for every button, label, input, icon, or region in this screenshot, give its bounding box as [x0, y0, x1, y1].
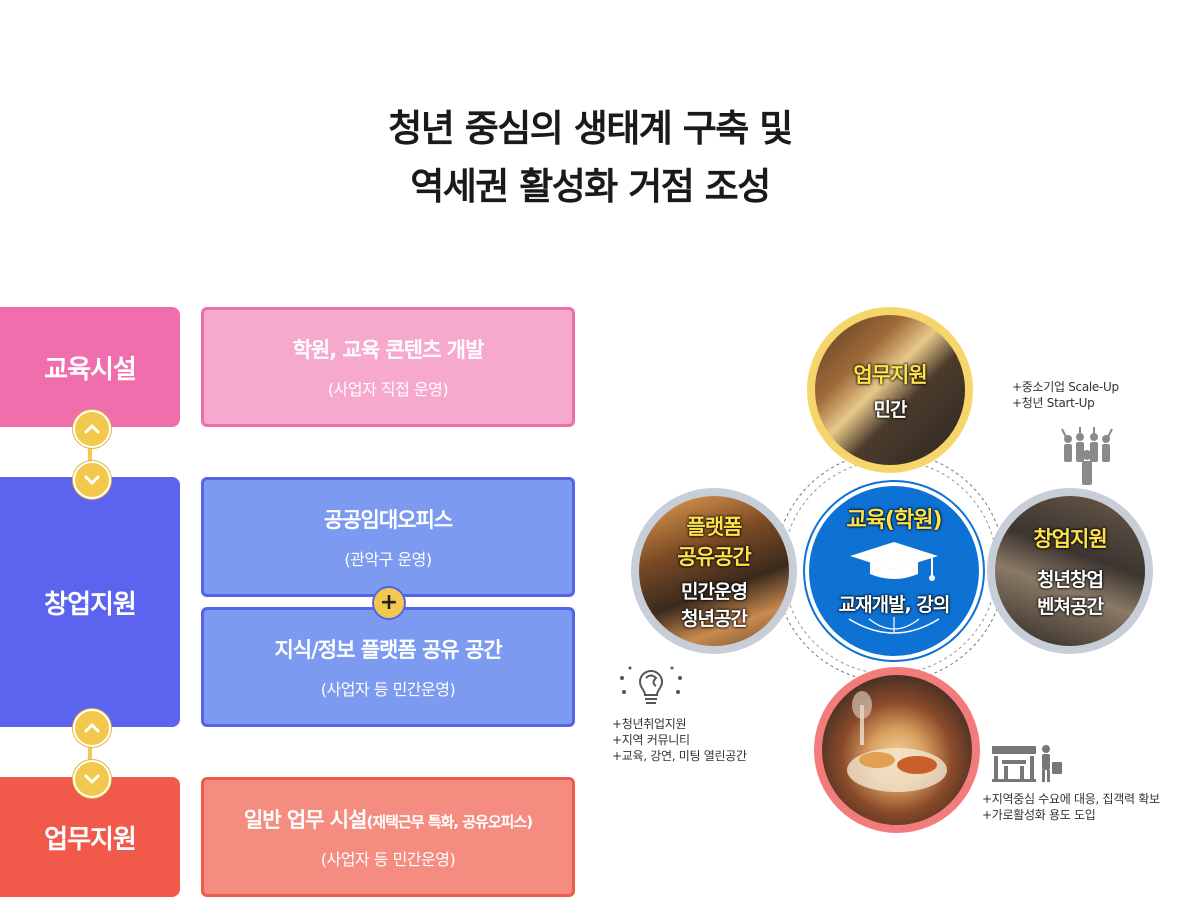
platform-title-line1: 플랫폼: [686, 515, 743, 539]
chevron-down-icon: [73, 461, 111, 499]
food-image: [847, 691, 947, 792]
chevron-up-icon: [73, 410, 111, 448]
public-office-title: 공공임대오피스: [323, 508, 453, 532]
note-item: +지역중심 수요에 대응, 집객력 확보: [982, 792, 1160, 806]
public-office-box: 공공임대오피스 (관악구 운영): [201, 477, 575, 597]
work-support-circle: 업무지원 민간: [807, 307, 973, 473]
category-startup-label: 창업지원: [44, 589, 137, 620]
platform-title-line2: 공유공간: [677, 545, 751, 569]
education-box-title: 학원, 교육 콘텐츠 개발: [292, 338, 485, 362]
work-facility-title: 일반 업무 시설(재택근무 특화, 공유오피스): [243, 804, 533, 834]
platform-space-box: 지식/정보 플랫폼 공유 공간 (사업자 등 민간운영): [201, 607, 575, 727]
startup-circle-label-line2: 벤쳐공간: [1037, 596, 1104, 618]
category-education: 교육시설: [0, 307, 180, 427]
note-item: +가로활성화 용도 도입: [982, 808, 1096, 822]
connector-line-2: [88, 727, 92, 777]
note-item: +중소기업 Scale-Up: [1012, 380, 1119, 394]
category-work-label: 업무지원: [44, 824, 137, 855]
work-support-label: 민간: [873, 398, 908, 421]
public-office-sub: (관악구 운영): [344, 550, 432, 569]
globe-grid-icon: [848, 616, 940, 634]
connector-line-1: [88, 427, 92, 477]
platform-space-sub: (사업자 등 민간운영): [320, 680, 456, 699]
note-item: +청년 Start-Up: [1012, 396, 1095, 410]
note-item: +지역 커뮤니티: [612, 733, 690, 747]
education-box-sub: (사업자 직접 운영): [327, 380, 449, 399]
note-item: +교육, 강연, 미팅 열린공간: [612, 749, 747, 763]
work-facility-title-main: 일반 업무 시설: [243, 808, 368, 832]
category-startup: 창업지원: [0, 477, 180, 727]
chevron-down-icon: [73, 760, 111, 798]
graduation-cap-icon: [850, 541, 938, 581]
work-facility-sub: (사업자 등 민간운영): [320, 850, 456, 869]
startup-circle-title: 창업지원: [1033, 527, 1107, 551]
shopper-icon: [1042, 745, 1062, 782]
work-facility-box: 일반 업무 시설(재택근무 특화, 공유오피스) (사업자 등 민간운영): [201, 777, 575, 897]
center-label: 교재개발, 강의: [838, 593, 951, 616]
chevron-up-icon: [73, 709, 111, 747]
center-title: 교육(학원): [846, 507, 942, 533]
work-facility-title-small: (재택근무 특화, 공유오피스): [366, 813, 533, 831]
plus-icon: +: [372, 586, 406, 620]
crowd-icon: [1061, 427, 1113, 485]
note-top-right: +중소기업 Scale-Up +청년 Start-Up: [1012, 379, 1119, 411]
category-work: 업무지원: [0, 777, 180, 897]
startup-circle: 창업지원 청년창업 벤쳐공간: [987, 488, 1153, 654]
commercial-food-circle: [814, 667, 980, 833]
platform-circle: 플랫폼 공유공간 민간운영 청년공간: [631, 488, 797, 654]
page-title-line1: 청년 중심의 생태계 구축 및: [388, 107, 793, 150]
education-center-circle: 교육(학원) 교재개발, 강의: [805, 482, 983, 660]
storefront-icon: [992, 746, 1036, 782]
category-education-label: 교육시설: [44, 354, 137, 385]
page-title-line2: 역세권 활성화 거점 조성: [410, 165, 771, 208]
note-left: +청년취업지원 +지역 커뮤니티 +교육, 강연, 미팅 열린공간: [612, 716, 747, 764]
platform-label-line1: 민간운영: [681, 581, 748, 603]
education-box: 학원, 교육 콘텐츠 개발 (사업자 직접 운영): [201, 307, 575, 427]
platform-space-title: 지식/정보 플랫폼 공유 공간: [274, 638, 502, 662]
platform-label-line2: 청년공간: [681, 608, 748, 630]
work-support-title: 업무지원: [853, 362, 927, 387]
note-bottom-right: +지역중심 수요에 대응, 집객력 확보 +가로활성화 용도 도입: [982, 791, 1160, 823]
note-item: +청년취업지원: [612, 717, 687, 731]
startup-circle-label-line1: 청년창업: [1037, 569, 1104, 591]
lightbulb-brain-icon: [620, 666, 682, 704]
